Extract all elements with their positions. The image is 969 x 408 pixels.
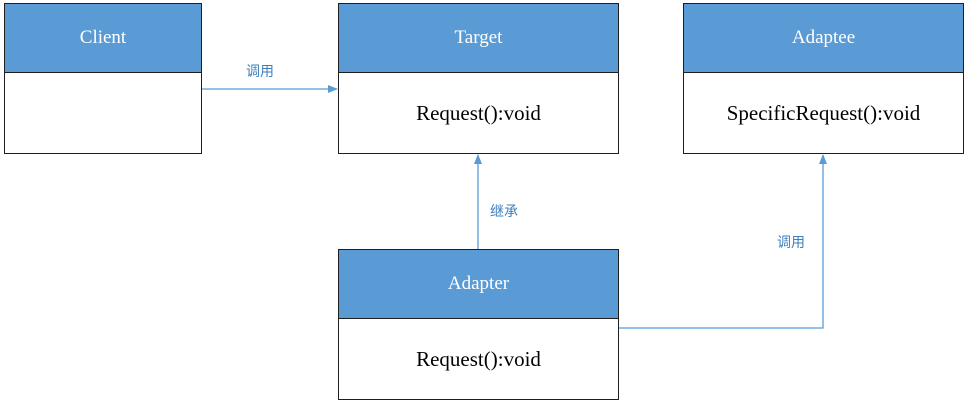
class-body-adaptee: SpecificRequest():void [684,73,963,153]
class-box-target[interactable]: Target Request():void [338,3,619,154]
class-header-client: Client [5,4,201,73]
class-header-adaptee: Adaptee [684,4,963,73]
class-method-target: Request():void [416,100,541,125]
class-body-client [5,73,201,153]
class-body-adapter: Request():void [339,319,618,399]
relation-label-client-target: 调用 [246,64,274,80]
class-name-client: Client [79,27,127,48]
class-method-adapter: Request():void [416,346,541,371]
class-name-adapter: Adapter [447,273,510,294]
relation-label-adapter-adaptee: 调用 [777,235,805,251]
relation-label-adapter-target: 继承 [490,204,518,220]
class-box-adapter[interactable]: Adapter Request():void [338,249,619,400]
class-body-target: Request():void [339,73,618,153]
class-box-adaptee[interactable]: Adaptee SpecificRequest():void [683,3,964,154]
class-box-client[interactable]: Client [4,3,202,154]
adapter-to-adaptee-connector [618,154,827,329]
class-name-target: Target [454,27,503,48]
class-header-target: Target [339,4,618,73]
class-name-adaptee: Adaptee [791,27,856,48]
class-header-adapter: Adapter [339,250,618,319]
class-method-adaptee: SpecificRequest():void [726,100,921,125]
